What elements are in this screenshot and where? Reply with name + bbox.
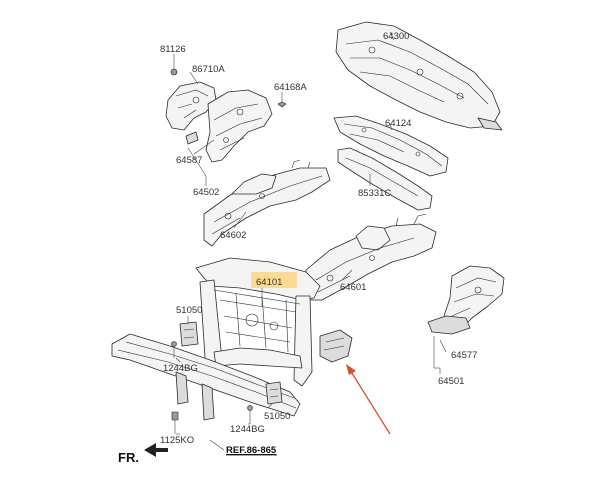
cowl-panel-64124 — [333, 115, 449, 177]
label-81126: 81126 — [160, 44, 186, 55]
front-direction-arrow-icon — [144, 443, 168, 457]
label-1244BG-left: 1244BG — [163, 363, 198, 374]
label-64300: 64300 — [383, 31, 409, 42]
label-51050-right: 51050 — [264, 411, 290, 422]
label-51050-left: 51050 — [176, 305, 202, 316]
label-85331C: 85331C — [358, 188, 391, 199]
bolt-81126 — [170, 58, 178, 76]
highlight-box-64101 — [251, 272, 297, 288]
bolt-1244BG-left — [171, 341, 177, 358]
dash-panel-64300 — [335, 21, 503, 131]
label-ref: REF.86-865 — [226, 445, 277, 456]
cowl-lower-85331C — [337, 147, 433, 211]
label-86710A: 86710A — [192, 64, 225, 75]
side-member-64602 — [203, 159, 331, 247]
red-pointer-arrow — [346, 364, 391, 435]
label-64587: 64587 — [176, 155, 202, 166]
leader-lines — [173, 31, 447, 435]
apron-64587 — [205, 89, 273, 163]
side-member-64601 — [305, 213, 437, 301]
bracket-86710A — [165, 81, 217, 131]
label-64602: 64602 — [220, 230, 246, 241]
bracket-51050-left — [179, 321, 199, 347]
bracket-64501 — [427, 315, 471, 369]
ref-leader — [209, 439, 225, 451]
bumper-beam — [111, 333, 301, 421]
label-fr: FR. — [118, 450, 139, 465]
label-64168A: 64168A — [274, 82, 307, 93]
bolt-1244BG-right — [247, 405, 253, 424]
label-64502: 64502 — [193, 187, 219, 198]
radiator-support-64101 — [195, 257, 353, 387]
label-1244BG-right: 1244BG — [230, 424, 265, 435]
label-64124: 64124 — [385, 118, 411, 129]
label-64601: 64601 — [340, 282, 366, 293]
label-64101: 64101 — [256, 277, 282, 288]
bracket-51050-right — [265, 381, 283, 405]
bolt-1125KO — [171, 411, 179, 434]
label-64577: 64577 — [451, 350, 477, 361]
label-64501: 64501 — [438, 376, 464, 387]
bolt-64168A — [277, 96, 287, 108]
apron-64577 — [443, 265, 505, 331]
label-1125KO: 1125KO — [160, 435, 194, 446]
bracket-small-64502 — [185, 131, 207, 177]
